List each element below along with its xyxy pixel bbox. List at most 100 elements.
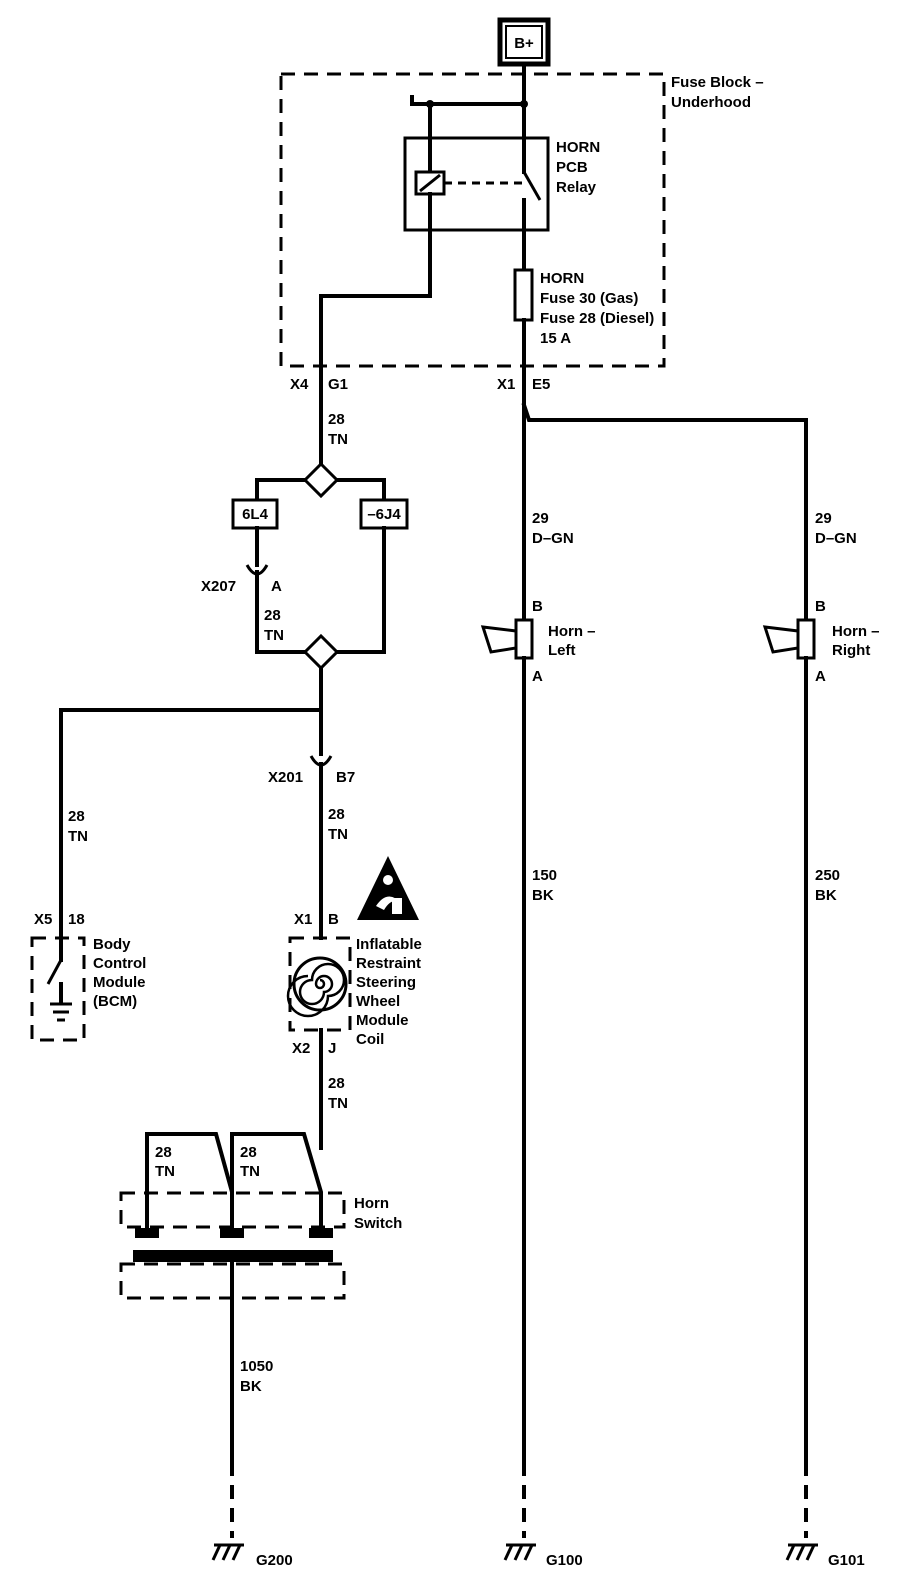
connector-x1-top: X1: [497, 376, 515, 393]
horn-pcb-relay: HORN PCB Relay: [403, 102, 600, 298]
horn-left-pin-bottom: A: [532, 668, 543, 685]
bcm-switch-icon: [46, 959, 63, 985]
connector-x4: X4: [290, 376, 309, 393]
relay-switch-icon: [522, 171, 542, 201]
coil-label-2: Restraint: [356, 955, 421, 972]
horn-left: B A Horn – Left: [480, 598, 596, 685]
coil-label-1: Inflatable: [356, 936, 422, 953]
wire-x201-color: TN: [328, 826, 348, 843]
wire-sw1-circuit: 28: [155, 1144, 172, 1161]
ground-g100-icon: [503, 1543, 536, 1561]
ground-g200-label: G200: [256, 1552, 293, 1569]
fuse-label-1: HORN: [540, 270, 584, 287]
ground-g101-icon: [785, 1543, 818, 1561]
splice-box-6l4: 6L4: [231, 498, 279, 530]
coil-label-5: Module: [356, 1012, 409, 1029]
fuse-label-4: 15 A: [540, 330, 571, 347]
horn-left-label-2: Left: [548, 642, 576, 659]
horn-left-label-1: Horn –: [548, 623, 596, 640]
horn-fuse: HORN Fuse 30 (Gas) Fuse 28 (Diesel) 15 A: [513, 268, 654, 407]
splice-right-label: –6J4: [367, 506, 401, 523]
horn-left-pin-top: B: [532, 598, 543, 615]
horn-switch-label-1: Horn: [354, 1195, 389, 1212]
wire-sw2-color: TN: [240, 1163, 260, 1180]
wire-sw1-color: TN: [155, 1163, 175, 1180]
ground-g200-icon: [211, 1543, 244, 1561]
connector-x5: X5: [34, 911, 52, 928]
airbag-warning-icon: [357, 856, 419, 920]
horn-right-feed-wire: [521, 402, 808, 622]
wire-horn-left-gnd-circuit: 150: [532, 867, 557, 884]
bcm-label-1: Body: [93, 936, 131, 953]
coil-label-3: Steering: [356, 974, 416, 991]
splice-right-wire: [335, 526, 386, 654]
connector-x207-pin: A: [271, 578, 282, 595]
connector-x207: X207: [201, 578, 236, 595]
wire-horn-left-gnd-color: BK: [532, 887, 554, 904]
battery-label: B+: [514, 35, 534, 52]
battery-terminal: B+: [497, 17, 551, 67]
wire-coil-out-circuit: 28: [328, 1075, 345, 1092]
splice-diamond-bottom: [302, 633, 340, 671]
wire-g1-color: TN: [328, 431, 348, 448]
wire-switch-gnd-color: BK: [240, 1378, 262, 1395]
wire-bcm-circuit: 28: [68, 808, 85, 825]
horn-switch-plate: [133, 1250, 333, 1262]
bcm-label-3: Module: [93, 974, 146, 991]
splice-left-label: 6L4: [242, 506, 269, 523]
wire-coil-out-color: TN: [328, 1095, 348, 1112]
connector-e5: E5: [532, 376, 550, 393]
wire-g1-circuit: 28: [328, 411, 345, 428]
wire-x201-circuit: 28: [328, 806, 345, 823]
wire-horn-right-feed-circuit: 29: [815, 510, 832, 527]
wire-horn-right-gnd-color: BK: [815, 887, 837, 904]
splice-bottom: [302, 633, 340, 671]
connector-x2-coil: X2: [292, 1040, 310, 1057]
horn-right-pin-top: B: [815, 598, 826, 615]
relay-label-3: Relay: [556, 179, 597, 196]
fuse-label-2: Fuse 30 (Gas): [540, 290, 638, 307]
horn-left-icon: [480, 625, 518, 654]
connector-x201: X201: [268, 769, 303, 786]
wire-horn-right-feed-color: D–GN: [815, 530, 857, 547]
wire-switch-gnd-circuit: 1050: [240, 1358, 273, 1375]
wire-horn-left-feed-color: D–GN: [532, 530, 574, 547]
fuse-block-label-2: Underhood: [671, 94, 751, 111]
relay-to-g1-wire: [319, 294, 432, 466]
airbag-steering-wheel-coil: X1 B X2 J Inflatable Restraint Steering …: [286, 911, 422, 1057]
horn-switch: 28 TN 28 TN Horn Switch: [119, 1132, 402, 1300]
wire-horn-right-gnd-circuit: 250: [815, 867, 840, 884]
fuse-icon: [513, 268, 534, 322]
ground-g100-label: G100: [546, 1552, 583, 1569]
splice-top-right-wire: [335, 478, 386, 502]
fuse-block-label-1: Fuse Block –: [671, 74, 764, 91]
connector-g1: G1: [328, 376, 348, 393]
splice-diamond-top: [302, 461, 340, 499]
connector-x1-coil-pin: B: [328, 911, 339, 928]
connector-x5-pin: 18: [68, 911, 85, 928]
ground-g101: G101: [785, 1462, 865, 1569]
connector-x201-pin: B7: [336, 769, 355, 786]
horn-switch-contact-1: [145, 1132, 234, 1230]
wire-x207-circuit: 28: [264, 607, 281, 624]
fuse-label-3: Fuse 28 (Diesel): [540, 310, 654, 327]
coil-label-4: Wheel: [356, 993, 400, 1010]
wire-sw2-circuit: 28: [240, 1144, 257, 1161]
ground-g101-label: G101: [828, 1552, 865, 1569]
coil-spiral-icon: [286, 962, 346, 1018]
fuse-block-underhood: Fuse Block – Underhood: [279, 72, 764, 368]
wire-horn-left-feed-circuit: 29: [532, 510, 549, 527]
body-control-module: X5 18 Body Control Module (BCM): [30, 911, 146, 1042]
horn-switch-label-2: Switch: [354, 1215, 402, 1232]
horn-switch-contact-2: [230, 1132, 323, 1230]
horn-right: B A Horn – Right: [762, 598, 880, 685]
ground-g200: G200: [211, 1462, 293, 1569]
bcm-label-2: Control: [93, 955, 146, 972]
splice-top: [302, 461, 340, 499]
bcm-ground-icon: [50, 1002, 72, 1022]
relay-label-2: PCB: [556, 159, 588, 176]
wire-bcm-color: TN: [68, 828, 88, 845]
splice-box-6j4: –6J4: [359, 498, 409, 530]
bcm-feed-wire: [59, 708, 323, 940]
